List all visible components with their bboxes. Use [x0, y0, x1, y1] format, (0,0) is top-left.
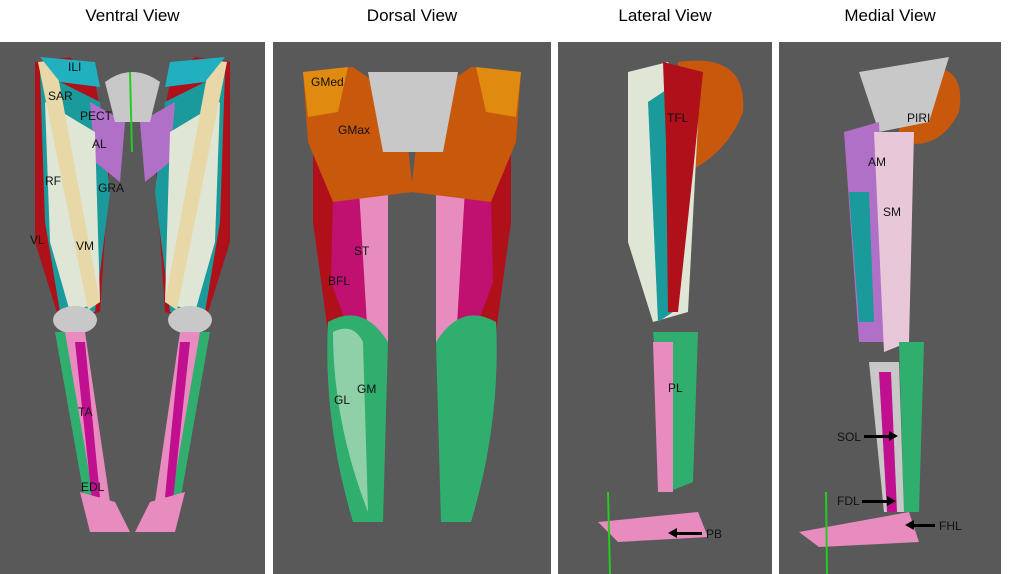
label-st: ST: [354, 244, 370, 258]
title-dorsal: Dorsal View: [366, 6, 458, 25]
label-fdl: FDL: [837, 494, 860, 508]
arrow-pb: [668, 528, 702, 538]
label-pl: PL: [668, 381, 683, 395]
label-ta: TA: [78, 405, 93, 419]
label-sar: SAR: [48, 89, 73, 103]
arrow-fdl: [862, 496, 896, 506]
label-bfl: BFL: [328, 274, 351, 288]
label-edl: EDL: [81, 480, 105, 494]
title-lateral: Lateral View: [618, 6, 712, 25]
label-vl: VL: [30, 233, 45, 247]
medial-leg-model: [799, 57, 961, 574]
label-tfl: TFL: [667, 111, 689, 125]
label-pb: PB: [706, 527, 723, 541]
label-gl: GL: [334, 393, 351, 407]
title-medial: Medial View: [844, 6, 936, 25]
label-ili: ILI: [68, 60, 82, 74]
ventral-right-leg: [135, 57, 230, 532]
label-gm: GM: [357, 382, 377, 396]
dorsal-right-leg: [411, 67, 521, 522]
arrow-sol: [864, 431, 898, 441]
lateral-leg-model: [598, 60, 744, 574]
label-gmed: GMed: [311, 75, 344, 89]
dorsal-leg-model: [303, 67, 521, 522]
label-am: AM: [868, 155, 886, 169]
label-gmax: GMax: [338, 123, 371, 137]
dorsal-left-leg: [303, 67, 413, 522]
pelvis: [105, 72, 160, 122]
panel-dorsal: GMed GMax ST BFL GL GM: [273, 42, 551, 574]
panel-medial: PIRI AM SM SOL FDL FHL: [779, 42, 1001, 574]
panel-lateral: TFL PL PB: [558, 42, 772, 574]
label-fhl: FHL: [939, 519, 962, 533]
ventral-left-leg: [35, 57, 130, 532]
panel-ventral: ILI SAR PECT AL RF GRA VL VM TA EDL: [0, 42, 265, 574]
label-gra: GRA: [98, 181, 125, 195]
label-piri: PIRI: [907, 111, 931, 125]
arrow-fhl: [905, 520, 935, 530]
title-ventral: Ventral View: [85, 6, 180, 25]
label-sm: SM: [883, 205, 901, 219]
label-vm: VM: [76, 239, 94, 253]
label-al: AL: [92, 137, 107, 151]
label-sol: SOL: [837, 430, 862, 444]
ventral-leg-model: [35, 57, 230, 532]
label-rf: RF: [45, 174, 61, 188]
label-pect: PECT: [80, 109, 113, 123]
pelvis: [368, 72, 458, 152]
